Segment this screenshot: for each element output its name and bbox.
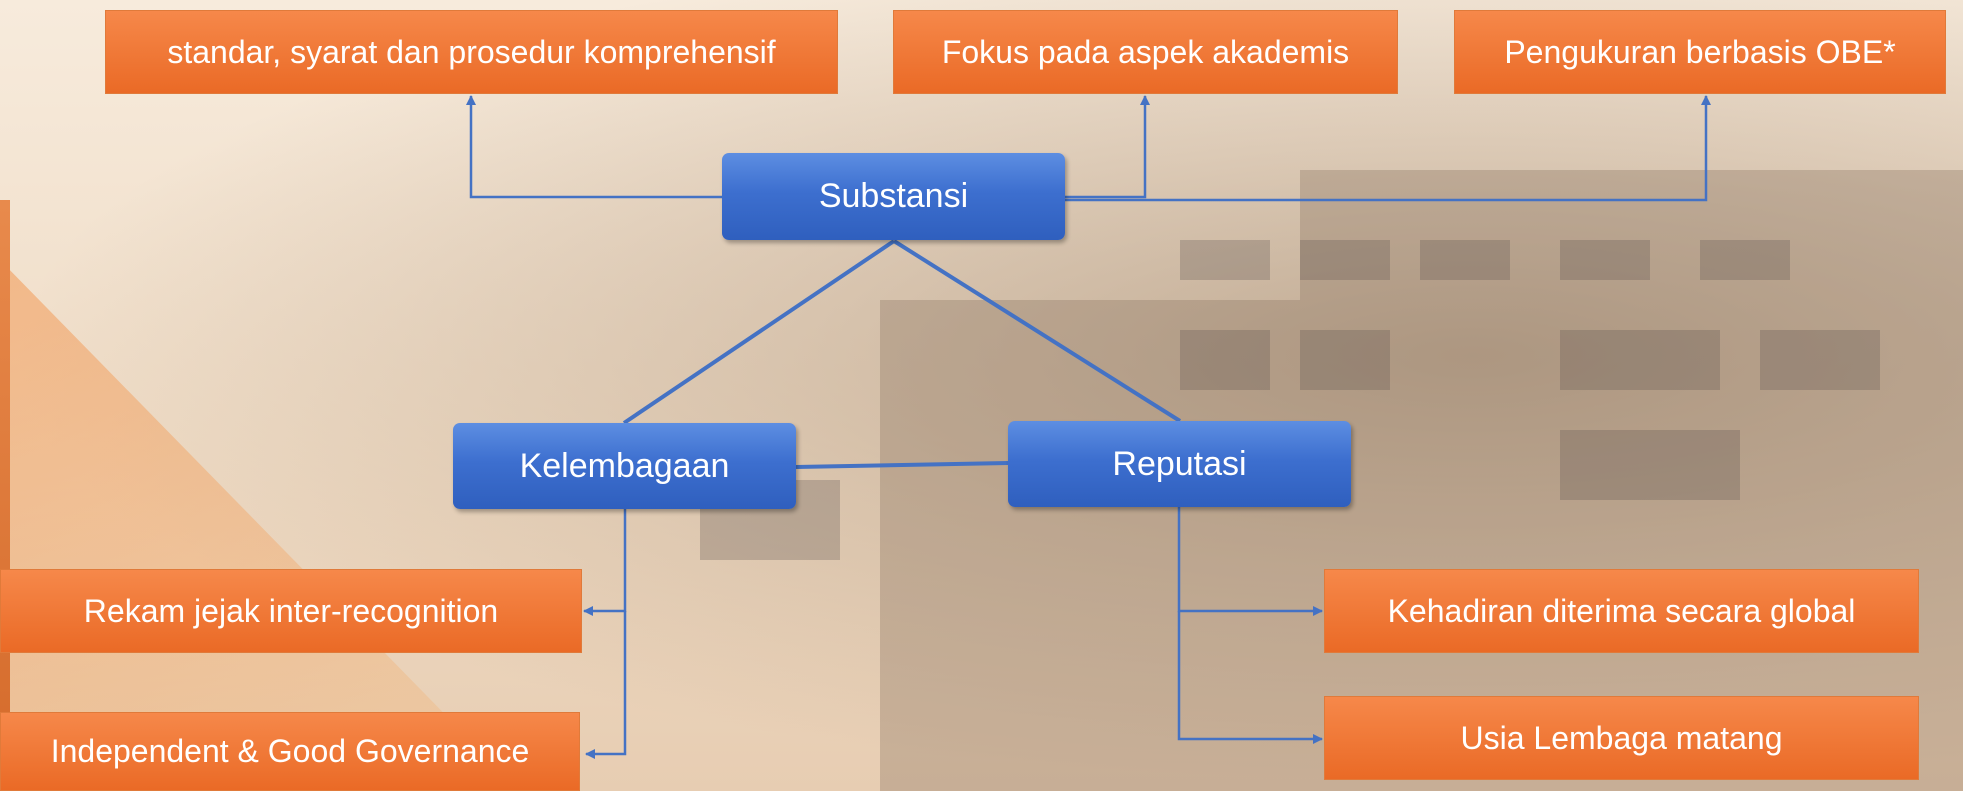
center-node-substansi: Substansi: [722, 153, 1065, 240]
right-item-kehadiran: Kehadiran diterima secara global: [1324, 569, 1919, 653]
top-item-pengukuran: Pengukuran berbasis OBE*: [1454, 10, 1946, 94]
connector-to-pengukuran: [1065, 95, 1711, 202]
left-item-independent: Independent & Good Governance: [0, 712, 580, 791]
connector-kelembagaan-reputasi: [795, 461, 1009, 469]
connector-substansi-kelembagaan: [622, 239, 896, 425]
connector-to-kehadiran: [1177, 507, 1323, 616]
center-node-label: Substansi: [818, 177, 969, 215]
top-item-fokus-label: Fokus pada aspek akademis: [941, 33, 1350, 70]
right-item-usia: Usia Lembaga matang: [1324, 696, 1919, 780]
left-item-rekam: Rekam jejak inter-recognition: [0, 569, 582, 653]
connector-to-standar: [466, 95, 722, 199]
connector-to-usia: [1177, 611, 1323, 744]
branch-reputasi-label: Reputasi: [1112, 444, 1247, 483]
top-item-standar: standar, syarat dan prosedur komprehensi…: [105, 10, 838, 94]
connector-substansi-reputasi: [892, 239, 1182, 423]
branch-node-kelembagaan: Kelembagaan: [453, 423, 796, 509]
top-item-fokus: Fokus pada aspek akademis: [893, 10, 1398, 94]
right-item-kehadiran-label: Kehadiran diterima secara global: [1387, 592, 1856, 629]
connector-to-rekam: [583, 509, 627, 616]
top-item-pengukuran-label: Pengukuran berbasis OBE*: [1504, 33, 1896, 70]
top-item-standar-label: standar, syarat dan prosedur komprehensi…: [167, 33, 776, 70]
connector-to-fokus: [1065, 95, 1150, 199]
left-item-rekam-label: Rekam jejak inter-recognition: [83, 592, 499, 629]
branch-kelembagaan-label: Kelembagaan: [519, 446, 730, 485]
left-item-independent-label: Independent & Good Governance: [50, 733, 530, 769]
connector-to-independent: [585, 611, 627, 759]
decorative-stripe: [0, 200, 10, 791]
right-item-usia-label: Usia Lembaga matang: [1460, 719, 1783, 756]
branch-node-reputasi: Reputasi: [1008, 421, 1351, 507]
